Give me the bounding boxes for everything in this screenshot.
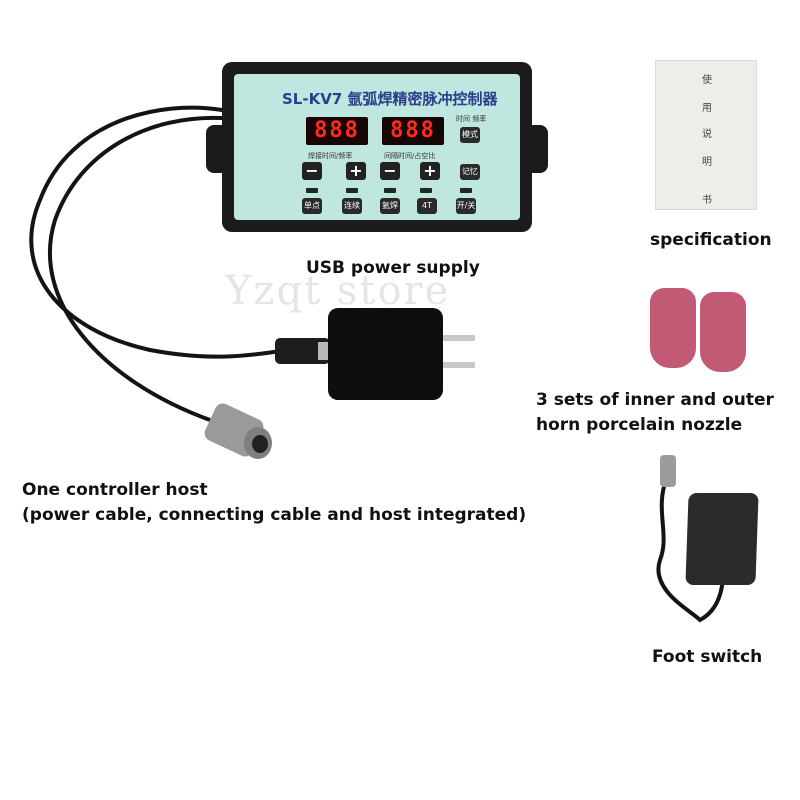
foot-switch-pedal — [685, 493, 759, 585]
connecting-plug-shape — [204, 403, 272, 459]
adapter-prong-bottom — [443, 362, 475, 368]
display-right: 888 — [382, 117, 444, 145]
connecting-cable — [48, 115, 224, 422]
memory-button[interactable]: 记忆 — [460, 164, 480, 180]
caption-foot-switch: Foot switch — [652, 647, 763, 667]
usb-plug-shape — [275, 338, 332, 364]
plus-button-right[interactable]: + — [420, 162, 440, 180]
instruction-manual: 使 用 说 明 书 — [655, 60, 757, 210]
manual-char: 明 — [702, 157, 712, 168]
manual-char: 使 — [702, 75, 712, 86]
led-argon — [384, 188, 396, 193]
controller-host: SL-KV7 氩弧焊精密脉冲控制器 888 888 时间 频率 模式 记忆 焊接… — [222, 62, 532, 232]
4t-button[interactable]: 4T — [417, 198, 437, 214]
minus-button-right[interactable]: − — [380, 162, 400, 180]
caption-controller-line1: One controller host — [22, 480, 208, 500]
led-continuous — [346, 188, 358, 193]
single-point-button[interactable]: 单点 — [302, 198, 322, 214]
mode-button[interactable]: 模式 — [460, 127, 480, 143]
controller-title: SL-KV7 氩弧焊精密脉冲控制器 — [282, 90, 498, 108]
continuous-button[interactable]: 连续 — [342, 198, 362, 214]
power-button[interactable]: 开/关 — [456, 198, 476, 214]
led-4t — [420, 188, 432, 193]
caption-controller-line2: (power cable, connecting cable and host … — [22, 505, 527, 525]
pedal-cable — [656, 478, 724, 623]
usb-power-adapter — [328, 308, 443, 400]
manual-char: 说 — [702, 129, 712, 140]
caption-nozzle-line2: horn porcelain nozzle — [536, 415, 743, 435]
power-cable — [29, 105, 297, 359]
manual-char: 用 — [702, 103, 712, 114]
porcelain-nozzle-right — [700, 292, 746, 372]
pedal-plug-shape — [660, 455, 676, 487]
label-weld-time: 焊接时间/频率 — [308, 152, 353, 160]
label-time-freq: 时间 频率 — [456, 115, 487, 123]
led-single — [306, 188, 318, 193]
adapter-prong-top — [443, 335, 475, 341]
watermark: Yzqt store — [225, 268, 451, 314]
led-power — [460, 188, 472, 193]
controller-panel: SL-KV7 氩弧焊精密脉冲控制器 888 888 时间 频率 模式 记忆 焊接… — [234, 74, 520, 220]
caption-nozzle-line1: 3 sets of inner and outer — [536, 390, 774, 410]
caption-usb-power: USB power supply — [306, 258, 480, 278]
label-interval-time: 间隔时间/占空比 — [384, 152, 436, 160]
argon-weld-button[interactable]: 氩焊 — [380, 198, 400, 214]
minus-button-left[interactable]: − — [302, 162, 322, 180]
manual-char: 书 — [702, 195, 712, 206]
porcelain-nozzle-left — [650, 288, 696, 368]
caption-specification: specification — [650, 230, 772, 250]
display-left: 888 — [306, 117, 368, 145]
plus-button-left[interactable]: + — [346, 162, 366, 180]
